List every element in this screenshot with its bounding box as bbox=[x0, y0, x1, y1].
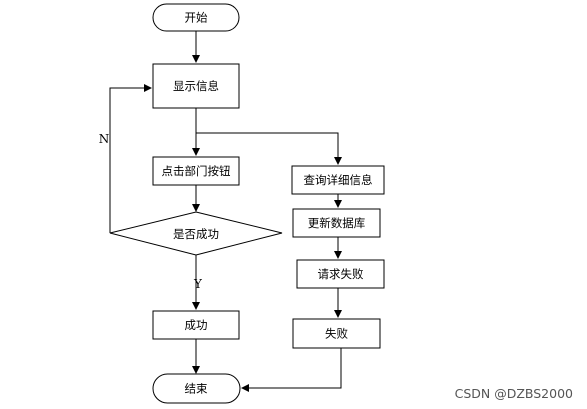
watermark: CSDN @DZBS2000 bbox=[455, 386, 573, 401]
node-fail: 失败 bbox=[292, 318, 381, 349]
node-click-dept-label: 点击部门按钮 bbox=[162, 164, 231, 178]
node-success-label: 成功 bbox=[185, 318, 208, 332]
node-show-info-label: 显示信息 bbox=[173, 79, 219, 93]
edge-label-yes: Y bbox=[193, 277, 203, 291]
node-show-info: 显示信息 bbox=[152, 63, 240, 109]
edge-label-no: N bbox=[99, 132, 110, 146]
node-query-detail-label: 查询详细信息 bbox=[304, 173, 373, 187]
node-update-db: 更新数据库 bbox=[292, 208, 381, 238]
edge-fail-to-end bbox=[241, 348, 342, 392]
node-start-label: 开始 bbox=[185, 11, 208, 25]
node-request-fail: 请求失败 bbox=[296, 259, 385, 289]
node-end: 结束 bbox=[152, 373, 241, 404]
edges bbox=[109, 31, 342, 392]
node-is-success-label: 是否成功 bbox=[173, 227, 219, 241]
node-fail-label: 失败 bbox=[325, 327, 348, 341]
node-query-detail: 查询详细信息 bbox=[291, 165, 385, 195]
node-is-success-decision: 是否成功 bbox=[109, 211, 283, 256]
node-update-db-label: 更新数据库 bbox=[308, 216, 366, 230]
edge-decision-no-loop bbox=[109, 84, 152, 233]
node-end-label: 结束 bbox=[185, 382, 208, 396]
node-click-dept: 点击部门按钮 bbox=[152, 156, 240, 186]
edge-show-info-to-query-detail bbox=[196, 132, 342, 165]
node-success: 成功 bbox=[152, 310, 240, 340]
node-start: 开始 bbox=[152, 3, 240, 32]
node-request-fail-label: 请求失败 bbox=[318, 267, 364, 281]
